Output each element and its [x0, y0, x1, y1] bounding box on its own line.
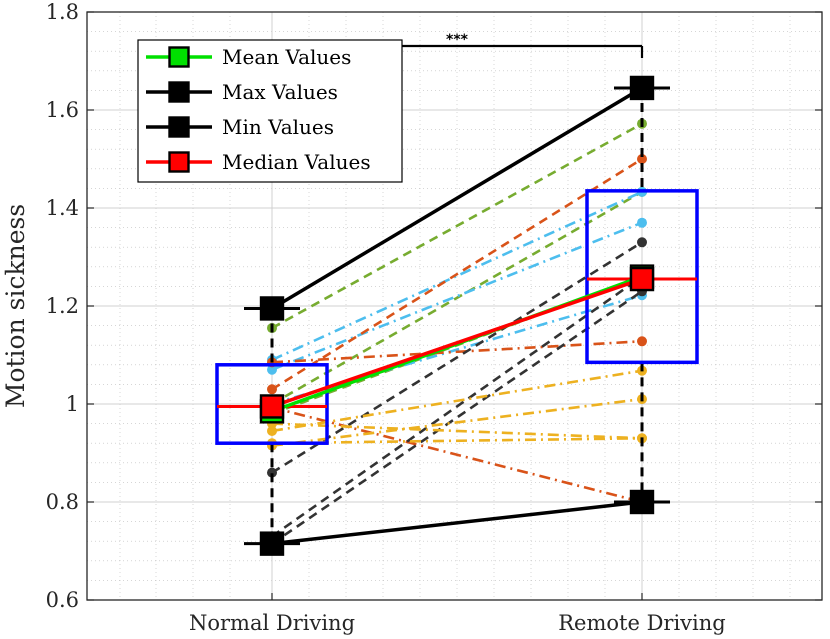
- legend-marker: [168, 46, 190, 68]
- y-tick-label: 1.6: [46, 98, 79, 122]
- legend-marker: [168, 116, 190, 138]
- box-rect: [585, 189, 699, 365]
- y-axis-title: Motion sickness: [1, 204, 30, 408]
- participant-line: [271, 275, 643, 538]
- legend-marker: [168, 151, 190, 173]
- participant-point: [267, 384, 277, 395]
- summary-line: [271, 277, 643, 409]
- y-tick-label: 1.8: [46, 0, 79, 24]
- participant-line: [271, 422, 643, 440]
- participant-line: [271, 122, 643, 330]
- participant-point: [637, 336, 647, 347]
- summary-marker: [629, 75, 655, 101]
- summary-marker: [629, 489, 655, 515]
- y-tick-label: 0.6: [46, 588, 79, 612]
- legend-marker: [168, 81, 190, 103]
- y-tick-label: 1: [66, 392, 79, 416]
- box-rect: [215, 363, 329, 445]
- legend-label: Max Values: [222, 80, 338, 104]
- participant-point: [267, 425, 277, 436]
- summary-series: [259, 75, 655, 556]
- legend-label: Mean Values: [222, 45, 351, 69]
- participant-line: [271, 190, 643, 362]
- participant-line: [271, 369, 643, 433]
- participant-line: [271, 406, 643, 504]
- participant-line: [271, 437, 643, 445]
- participant-point: [637, 237, 647, 248]
- x-tick-label: Normal Driving: [189, 611, 355, 635]
- summary-marker: [259, 394, 285, 419]
- participant-line: [271, 339, 643, 364]
- legend-label: Min Values: [222, 115, 334, 139]
- y-tick-label: 1.2: [46, 294, 79, 318]
- participant-line: [271, 190, 643, 406]
- participant-line: [271, 221, 643, 371]
- participant-line: [271, 397, 643, 447]
- participant-line: [271, 241, 643, 474]
- legend-label: Median Values: [222, 150, 371, 174]
- participant-point: [637, 154, 647, 164]
- y-tick-label: 0.8: [46, 490, 79, 514]
- significance-label: ***: [446, 32, 469, 48]
- summary-marker: [259, 296, 285, 321]
- summary-line: [271, 86, 643, 310]
- participant-line: [271, 293, 643, 406]
- summary-marker: [259, 531, 285, 556]
- y-tick-label: 1.4: [46, 196, 79, 220]
- participant-point: [267, 467, 277, 478]
- summary-marker: [629, 266, 655, 292]
- summary-line: [271, 500, 643, 546]
- participant-line: [271, 157, 643, 391]
- x-tick-label: Remote Driving: [558, 611, 725, 635]
- participant-point: [267, 364, 277, 375]
- participant-point: [637, 217, 647, 228]
